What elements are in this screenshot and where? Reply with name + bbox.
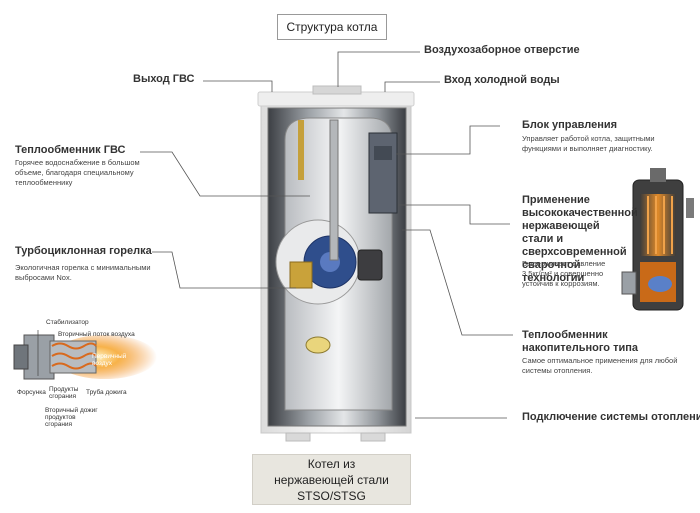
label-air-intake: Воздухозаборное отверстие (424, 44, 580, 56)
leader-lines (140, 51, 513, 419)
control-unit-description: Управляет работой котла, защитными функц… (522, 134, 655, 153)
heat-exchanger-cutaway (621, 168, 694, 311)
boiler-cabinet (257, 85, 415, 442)
label-afterburn-tube: Труба дожига (86, 389, 127, 396)
label-nozzle: Форсунка (17, 389, 46, 396)
product-caption-text: Котел из нержавеющей стали STSO/STSG (274, 456, 389, 503)
burner-description: Экологичная горелка с минимальными выбро… (15, 263, 151, 282)
product-caption: Котел из нержавеющей стали STSO/STSG (252, 454, 411, 505)
label-dhw-exchanger: Теплообменник ГВС (15, 144, 126, 156)
label-primary-air: Первичный воздух (92, 353, 127, 367)
stainless-steel-description: Выдерживает давление 3,5кг/см² и соверше… (522, 259, 606, 288)
label-heating-connection: Подключение системы отопления (522, 411, 700, 423)
label-cold-inlet: Вход холодной воды (444, 74, 560, 86)
dhw-exchanger-description: Горячее водоснабжение в большом объеме, … (15, 158, 140, 187)
control-unit (368, 132, 398, 214)
label-stainless-steel: Применение высококачественной нержавеюще… (522, 194, 638, 284)
label-control-unit: Блок управления (522, 119, 618, 131)
label-stabilizer: Стабилизатор (46, 319, 89, 326)
label-secondary-air: Вторичный поток воздуха (58, 331, 135, 338)
label-secondary-afterburn: Вторичный дожиг продуктов сгорания (45, 407, 98, 428)
burner-cutaway (13, 330, 157, 380)
label-combustion-products: Продукты сгорания (49, 386, 79, 400)
diagram-title: Структура котла (277, 14, 387, 40)
storage-exchanger-description: Самое оптимальное применения для любой с… (522, 356, 678, 375)
label-dhw-outlet: Выход ГВС (133, 73, 195, 85)
label-burner: Турбоциклонная горелка (15, 245, 152, 257)
label-storage-exchanger: Теплообменник накопительного типа (522, 329, 638, 354)
